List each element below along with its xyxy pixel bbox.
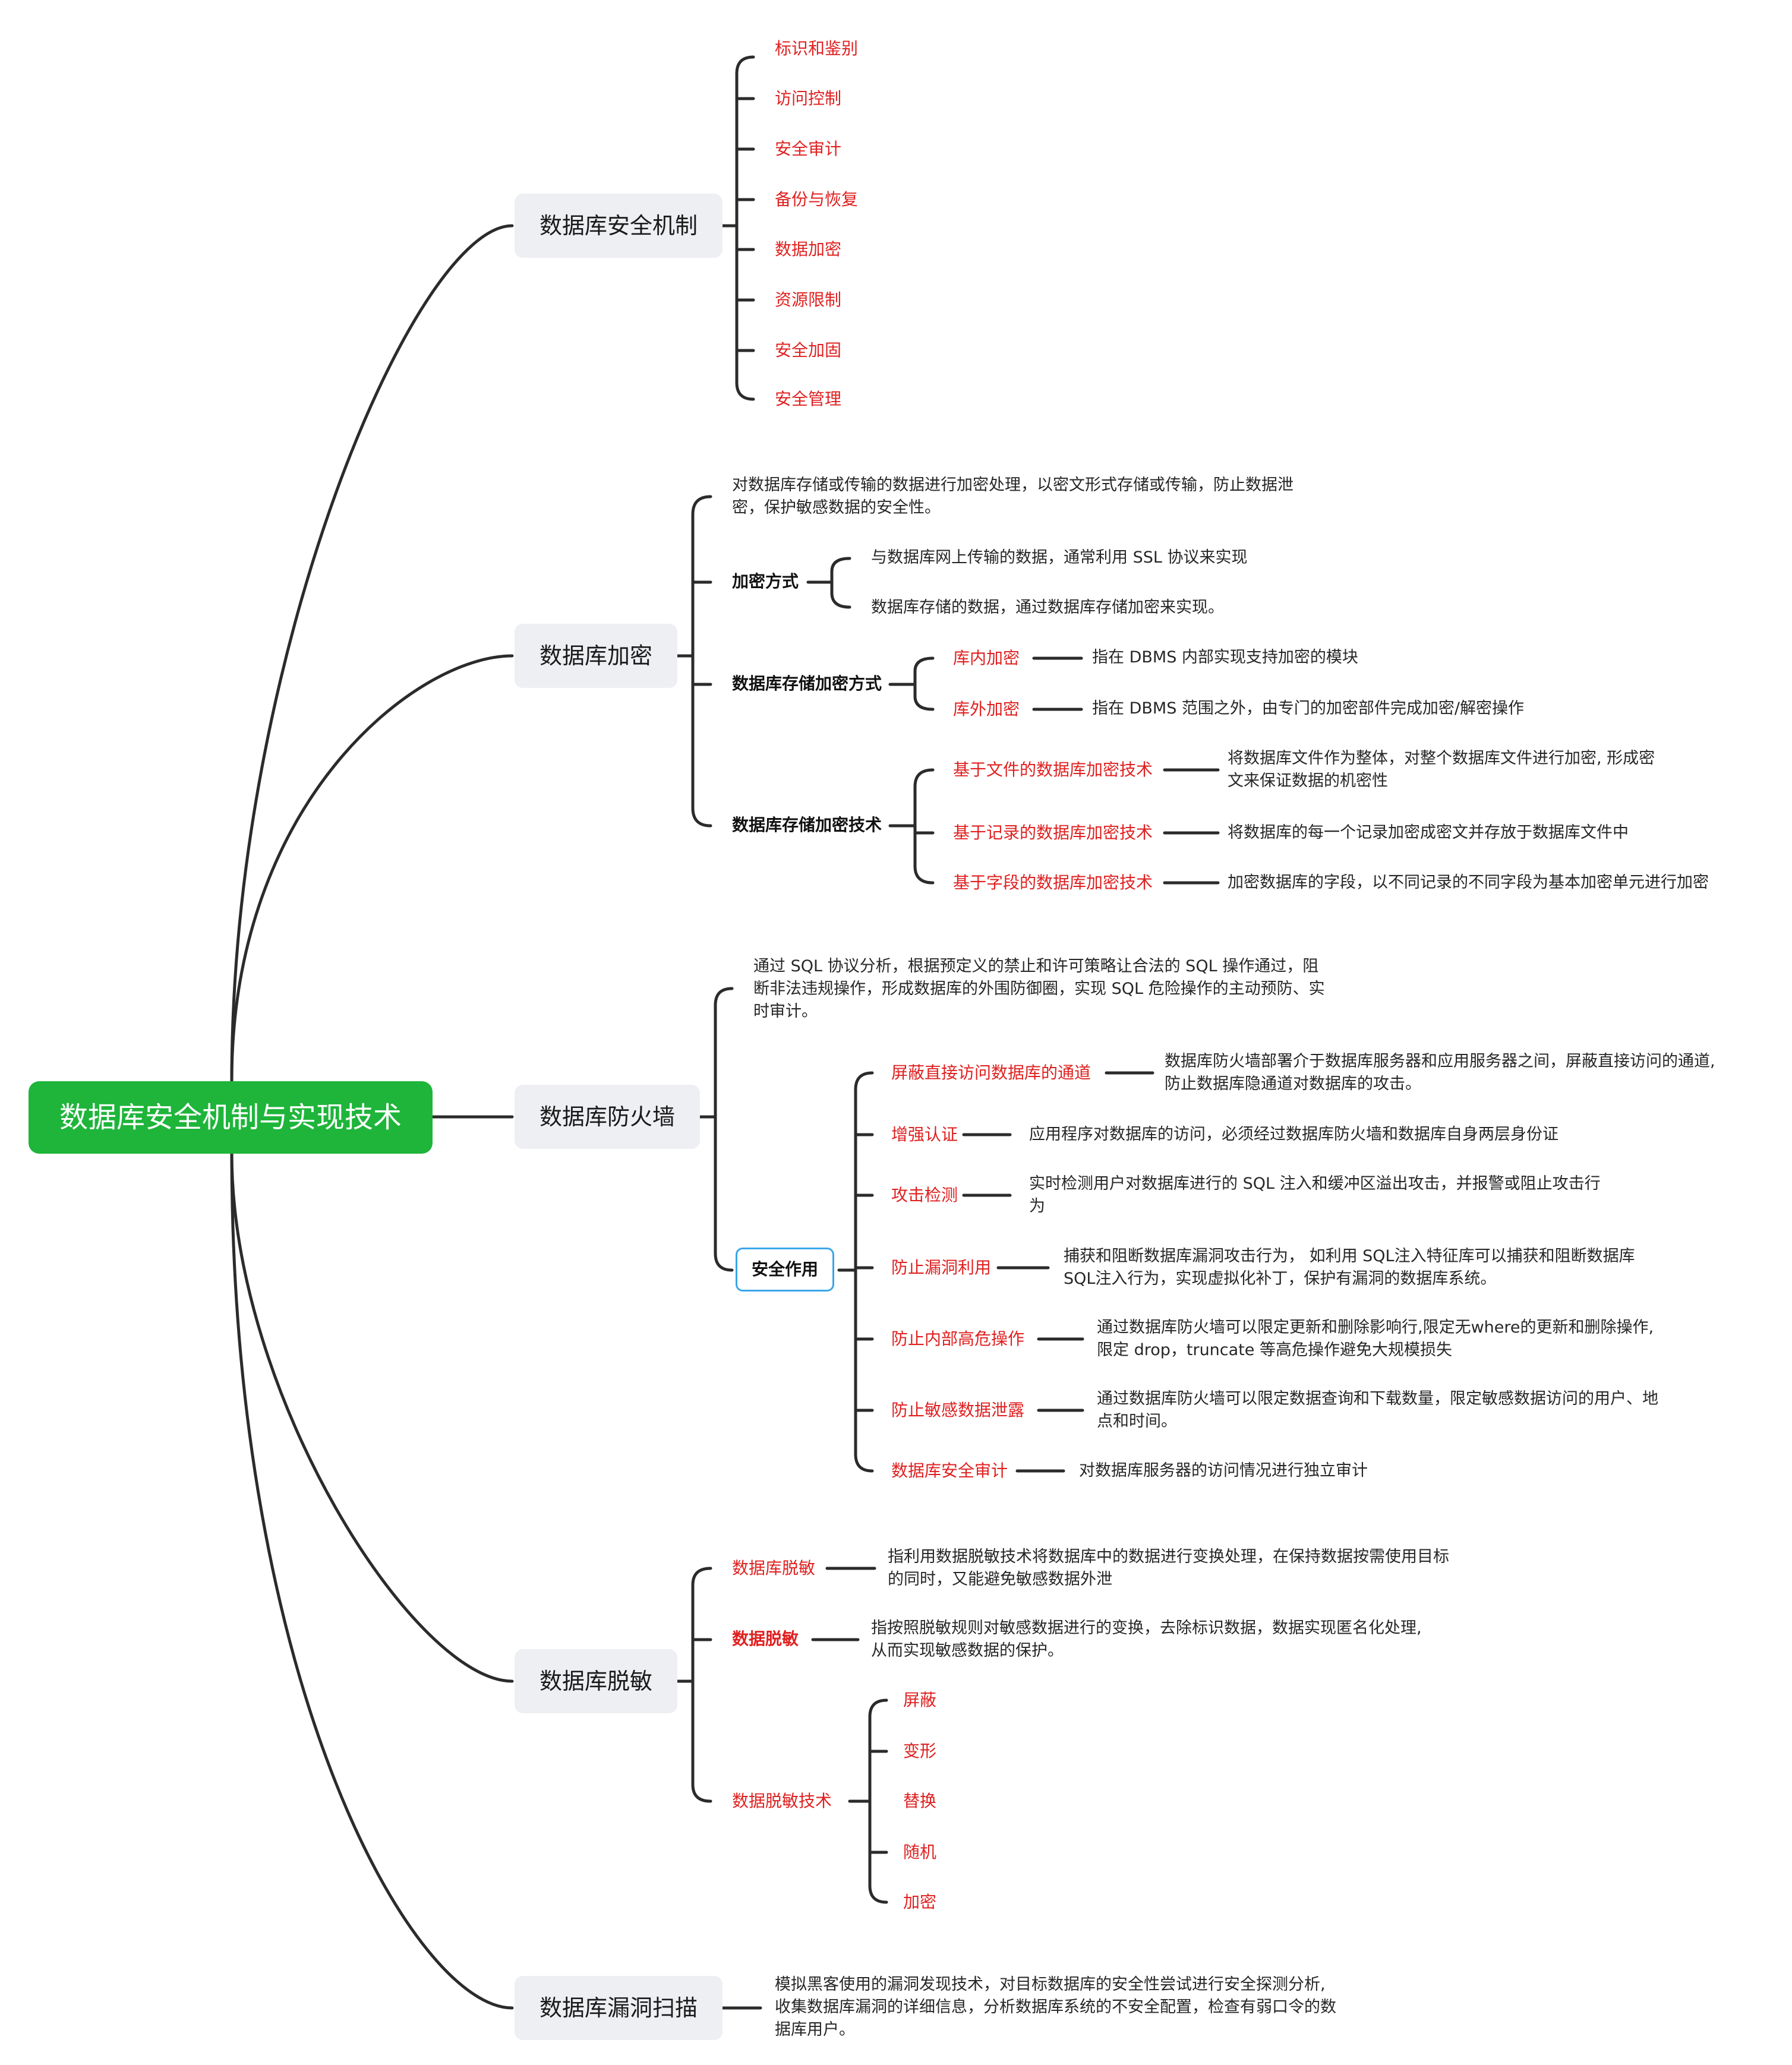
data-mask-label[interactable]: 数据脱敏 <box>732 1629 799 1649</box>
storage-method-name[interactable]: 库外加密 <box>953 699 1020 719</box>
mask-tech-item[interactable]: 随机 <box>903 1842 937 1862</box>
role-item-desc: 数据库防火墙部署介于数据库服务器和应用服务器之间，屏蔽直接访问的通道, <box>1165 1052 1715 1071</box>
data-mask-desc: 从而实现敏感数据的保护。 <box>871 1641 1064 1660</box>
role-item-desc: 通过数据库防火墙可以限定数据查询和下载数量，限定敏感数据访问的用户、地 <box>1097 1390 1658 1408</box>
role-item-desc: 对数据库服务器的访问情况进行独立审计 <box>1079 1461 1368 1480</box>
mechanism-item[interactable]: 安全管理 <box>775 389 842 409</box>
db-mask-label[interactable]: 数据库脱敏 <box>732 1558 816 1578</box>
db-mask-desc: 的同时，又能避免敏感数据外泄 <box>888 1570 1112 1589</box>
encryption-method-item[interactable]: 数据库存储的数据，通过数据库存储加密来实现。 <box>871 598 1224 617</box>
firewall-desc: 时审计。 <box>753 1002 818 1021</box>
role-item-desc: 应用程序对数据库的访问，必须经过数据库防火墙和数据库自身两层身份证 <box>1029 1125 1558 1144</box>
mask-tech-item[interactable]: 加密 <box>903 1892 937 1912</box>
firewall-desc: 断非法违规操作，形成数据库的外围防御圈，实现 SQL 危险操作的主动预防、实 <box>753 980 1325 998</box>
storage-tech-name[interactable]: 基于文件的数据库加密技术 <box>953 760 1153 779</box>
mask-tech-item[interactable]: 屏蔽 <box>903 1690 937 1710</box>
mechanism-item[interactable]: 资源限制 <box>775 290 842 310</box>
role-item-desc: 限定 drop，truncate 等高危操作避免大规模损失 <box>1097 1341 1452 1359</box>
db-mask-desc: 指利用数据脱敏技术将数据库中的数据进行变换处理，在保持数据按需使用目标 <box>888 1548 1449 1566</box>
encryption-desc: 对数据库存储或传输的数据进行加密处理，以密文形式存储或传输，防止数据泄 <box>732 476 1293 494</box>
mechanism-item[interactable]: 访问控制 <box>775 89 842 108</box>
mechanism-item[interactable]: 安全加固 <box>775 340 842 360</box>
role-item-desc: 实时检测用户对数据库进行的 SQL 注入和缓冲区溢出攻击，并报警或阻止攻击行 <box>1029 1174 1601 1193</box>
branch-firewall[interactable]: 数据库防火墙 <box>515 1085 701 1149</box>
role-item-name[interactable]: 防止内部高危操作 <box>891 1329 1025 1349</box>
mechanism-item[interactable]: 安全审计 <box>775 139 842 159</box>
role-item-name[interactable]: 防止漏洞利用 <box>891 1258 992 1277</box>
data-mask-desc: 指按照脱敏规则对敏感数据进行的变换，去除标识数据，数据实现匿名化处理, <box>871 1619 1422 1637</box>
mask-tech-label[interactable]: 数据脱敏技术 <box>732 1791 832 1811</box>
mechanism-item[interactable]: 备份与恢复 <box>775 190 859 209</box>
storage-methods-label[interactable]: 数据库存储加密方式 <box>732 674 882 693</box>
role-item-desc: 为 <box>1029 1197 1045 1215</box>
role-item-name[interactable]: 增强认证 <box>891 1125 958 1144</box>
role-item-name[interactable]: 攻击检测 <box>891 1185 958 1205</box>
mechanism-item[interactable]: 数据加密 <box>775 239 842 259</box>
mechanism-item[interactable]: 标识和鉴别 <box>775 39 859 58</box>
storage-method-name[interactable]: 库内加密 <box>953 648 1020 668</box>
storage-method-desc: 指在 DBMS 范围之外，由专门的加密部件完成加密/解密操作 <box>1092 699 1525 718</box>
role-item-desc: SQL注入行为，实现虚拟化补丁，保护有漏洞的数据库系统。 <box>1064 1270 1497 1288</box>
scan-desc: 据库用户。 <box>775 2020 855 2039</box>
role-item-name[interactable]: 数据库安全审计 <box>891 1461 1008 1480</box>
branch-vulnerability-scan[interactable]: 数据库漏洞扫描 <box>515 1976 723 2040</box>
storage-tech-desc: 文来保证数据的机密性 <box>1228 772 1388 790</box>
role-item-desc: 通过数据库防火墙可以限定更新和删除影响行,限定无where的更新和删除操作, <box>1097 1318 1654 1337</box>
storage-tech-name[interactable]: 基于字段的数据库加密技术 <box>953 873 1153 892</box>
storage-tech-name[interactable]: 基于记录的数据库加密技术 <box>953 823 1153 842</box>
branch-desensitize[interactable]: 数据库脱敏 <box>515 1649 678 1713</box>
mask-tech-item[interactable]: 变形 <box>903 1741 937 1761</box>
encryption-method-item[interactable]: 与数据库网上传输的数据，通常利用 SSL 协议来实现 <box>871 548 1248 567</box>
scan-desc: 模拟黑客使用的漏洞发现技术，对目标数据库的安全性尝试进行安全探测分析, <box>775 1975 1326 1994</box>
role-item-desc: 捕获和阻断数据库漏洞攻击行为， 如利用 SQL注入特征库可以捕获和阻断数据库 <box>1064 1247 1635 1265</box>
root-node[interactable]: 数据库安全机制与实现技术 <box>29 1081 433 1154</box>
scan-desc: 收集数据库漏洞的详细信息，分析数据库系统的不安全配置，检查有弱口令的数 <box>775 1998 1336 2016</box>
mask-tech-item[interactable]: 替换 <box>903 1791 937 1811</box>
role-item-desc: 防止数据库隐通道对数据库的攻击。 <box>1165 1075 1421 1093</box>
storage-tech-label[interactable]: 数据库存储加密技术 <box>732 815 882 835</box>
firewall-desc: 通过 SQL 协议分析，根据预定义的禁止和许可策略让合法的 SQL 操作通过，阻 <box>753 957 1319 975</box>
role-item-desc: 点和时间。 <box>1097 1412 1177 1431</box>
encryption-methods-label[interactable]: 加密方式 <box>732 571 799 591</box>
storage-method-desc: 指在 DBMS 内部实现支持加密的模块 <box>1092 648 1358 667</box>
storage-tech-desc: 将数据库的每一个记录加密成密文并存放于数据库文件中 <box>1228 823 1629 842</box>
role-item-name[interactable]: 屏蔽直接访问数据库的通道 <box>891 1063 1091 1082</box>
branch-security-mechanism[interactable]: 数据库安全机制 <box>515 194 723 258</box>
storage-tech-desc: 将数据库文件作为整体，对整个数据库文件进行加密, 形成密 <box>1228 749 1655 768</box>
storage-tech-desc: 加密数据库的字段，以不同记录的不同字段为基本加密单元进行加密 <box>1228 873 1709 892</box>
branch-encryption[interactable]: 数据库加密 <box>515 624 678 688</box>
encryption-desc: 密，保护敏感数据的安全性。 <box>732 498 941 517</box>
role-item-name[interactable]: 防止敏感数据泄露 <box>891 1400 1025 1420</box>
security-role-node[interactable]: 安全作用 <box>736 1248 835 1292</box>
